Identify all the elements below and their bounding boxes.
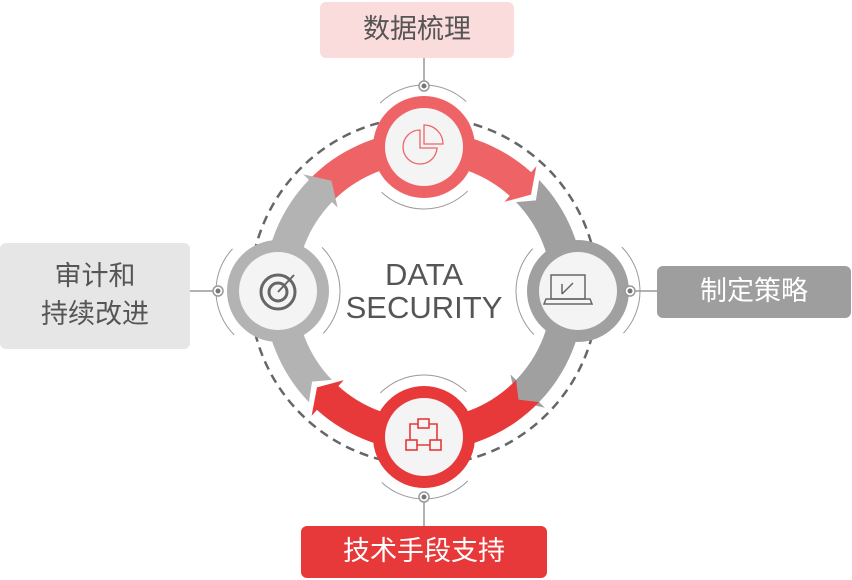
arrow-band-top xyxy=(308,131,537,203)
cycle-arrows xyxy=(264,131,585,451)
node-inner-bottom xyxy=(385,398,463,476)
outer-arc-top xyxy=(361,84,487,210)
laptop-chart-icon xyxy=(542,274,594,305)
outer-arc-left xyxy=(215,228,341,354)
outer-arc-right xyxy=(515,228,641,354)
node-inner-top xyxy=(385,108,463,186)
arrow-band-left xyxy=(264,174,338,403)
step-label-technical-support: 技术手段支持 xyxy=(301,526,547,578)
flowchart-icon xyxy=(405,418,442,451)
pie-chart-icon xyxy=(402,124,444,165)
step-label-text: 技术手段支持 xyxy=(343,536,505,567)
arrow-band-bottom xyxy=(311,379,540,451)
step-label-audit: 审计和 持续改进 xyxy=(0,243,190,349)
target-icon xyxy=(259,273,297,311)
node-inner-right xyxy=(539,252,617,330)
step-label-text-line1: 审计和 xyxy=(54,261,136,292)
step-label-text: 制定策略 xyxy=(700,276,808,307)
step-label-data-sorting: 数据梳理 xyxy=(320,2,514,58)
center-title-line1: DATA xyxy=(385,257,463,292)
connector-dots xyxy=(190,58,657,526)
step-label-text-line2: 持续改进 xyxy=(41,299,149,330)
step-label-text: 数据梳理 xyxy=(363,14,471,45)
arrow-band-right xyxy=(510,179,585,408)
outer-thin-arcs xyxy=(215,84,641,500)
outer-arc-bottom xyxy=(361,374,487,500)
step-label-strategy: 制定策略 xyxy=(657,266,851,318)
center-title-line2: SECURITY xyxy=(346,290,503,325)
